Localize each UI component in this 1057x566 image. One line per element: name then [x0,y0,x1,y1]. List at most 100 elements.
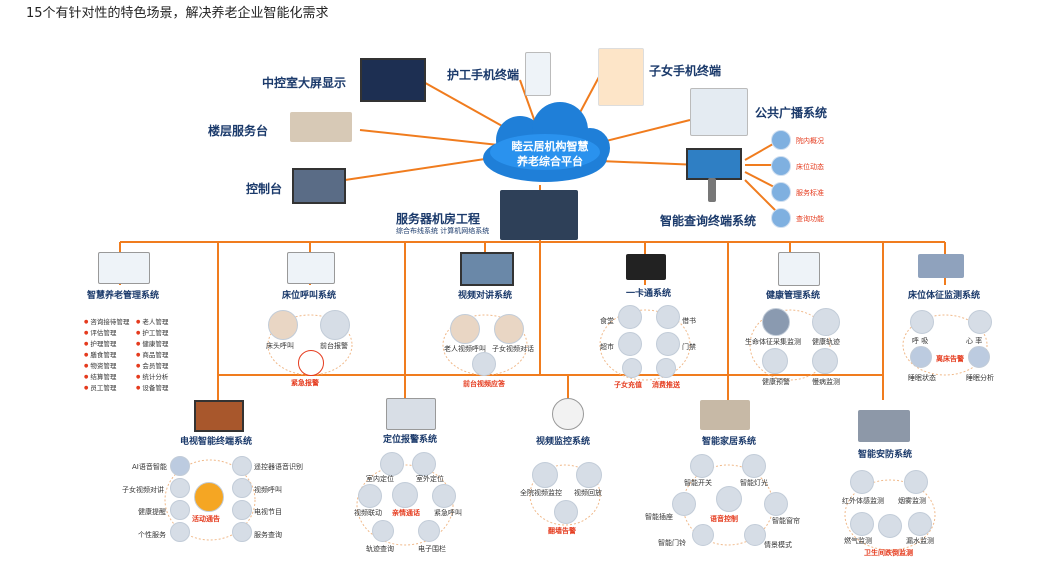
elder-mgmt-image [98,252,150,284]
bed-call-b-image [320,310,350,340]
list-item: 老人管理 [136,316,168,326]
smart-home-b-image [742,454,766,478]
location-e-label: 轨迹查询 [366,545,394,553]
tv-image [194,400,244,432]
tv-title: 电视智能终端系统 [180,437,253,447]
vital-c-label: 睡眠状态 [908,374,936,382]
health-title: 健康管理系统 [766,291,821,301]
elder-mgmt-title: 智慧养老管理系统 [87,291,160,301]
tv-a-label: AI语音智能 [132,463,167,471]
kiosk-item: 查询功能 [796,215,824,223]
smart-home-d-label: 智能窗帘 [772,517,800,525]
server-sub-label: 综合布线系统 计算机网络系统 [396,227,490,235]
card-b-image [656,305,680,329]
bed-call-image [287,252,335,284]
mic-icon [170,456,190,476]
security-image [858,410,910,442]
kiosk-item: 床位动态 [796,163,824,171]
list-item: 员工管理 [84,382,116,392]
location-c-label: 视频联动 [354,509,382,517]
health-c-label: 健康预警 [762,378,790,386]
nurse-phone-label: 护工手机终端 [447,68,520,82]
search-icon [771,208,791,228]
smart-home-e-image [692,524,714,546]
video-monitor-b-label: 视频回放 [574,489,602,497]
health-d-label: 慢病监测 [812,378,840,386]
kiosk-label: 智能查询终端系统 [660,214,757,228]
vital-a-image [910,310,934,334]
smart-home-e-label: 智能门铃 [658,539,686,547]
list-item: 物资管理 [84,360,116,370]
kiosk-item-icon [771,130,791,150]
health-a-label: 生命体征采集监测 [745,338,801,346]
health-b-label: 健康轨迹 [812,338,840,346]
card-c-label: 超市 [600,343,614,351]
tv-d-image [170,522,190,542]
video-intercom-alert: 前台视频应答 [463,380,505,388]
console-image [292,168,346,204]
card-a-image [618,305,642,329]
tv-b-label: 子女视频对讲 [122,486,164,494]
video-monitor-alert: 翻墙告警 [548,527,576,535]
broadcast-image [690,88,748,136]
list-item: 膳食管理 [84,349,116,359]
nurse-phone-image [525,52,551,96]
security-d-image [908,512,932,536]
video-monitor-b-image [576,462,602,488]
floor-desk-image [290,112,352,142]
health-b-image [812,308,840,336]
card-d-image [656,332,680,356]
list-item: 商品管理 [136,349,168,359]
security-a-label: 红外体感监测 [842,497,884,505]
tv-center-image [194,482,224,512]
location-b-image [412,452,436,476]
card-c-image [618,332,642,356]
list-item: 评估管理 [84,327,116,337]
kiosk-item: 服务标准 [796,189,824,197]
vital-bed-image [918,254,964,278]
card-e-image [622,358,642,378]
smart-home-d-image [764,492,788,516]
tv-g-image [232,500,252,520]
location-d-label: 紧急呼叫 [434,509,462,517]
location-e-image [372,520,394,542]
list-item: 设备管理 [136,382,168,392]
location-a-label: 室内定位 [366,475,394,483]
video-intercom-a-image [450,314,480,344]
security-c-image [850,512,874,536]
vital-a-label: 呼 吸 [912,337,929,345]
platform-title: 睦云居机构智慧 养老综合平台 [511,140,589,168]
location-center-image [392,482,418,508]
security-alert: 卫生间跌倒监测 [864,549,913,557]
kiosk-stand-image [708,178,716,202]
security-d-label: 漏水监测 [906,537,934,545]
list-item: 咨询接待管理 [84,316,129,326]
list-item: 健康管理 [136,338,168,348]
location-device-image [386,398,436,430]
location-b-label: 室外定位 [416,475,444,483]
video-intercom-b-image [494,314,524,344]
bed-call-a-label: 床头呼叫 [266,342,294,350]
dashboard-label: 中控室大屏显示 [262,76,347,90]
tv-alert: 活动通告 [192,515,220,523]
smart-home-c-label: 智能插座 [645,513,673,521]
smart-home-a-image [690,454,714,478]
smart-home-alert: 语音控制 [710,515,738,523]
location-alert: 亲情通话 [392,509,420,517]
video-intercom-a-label: 老人视频呼叫 [444,345,486,353]
vital-c-image [910,346,932,368]
kiosk-screen-image [686,148,742,180]
camera-icon [552,398,584,430]
family-phone-image [598,48,644,106]
bed-call-alert: 紧急报警 [291,379,319,387]
list-item: 统计分析 [136,371,168,381]
smart-home-a-label: 智能开关 [684,479,712,487]
vital-d-image [968,346,990,368]
broadcast-label: 公共广播系统 [755,106,828,120]
tv-g-label: 电视节目 [254,508,282,516]
smart-home-b-label: 智能灯光 [740,479,768,487]
kiosk-item-icon [771,156,791,176]
video-intercom-title: 视频对讲系统 [458,291,513,301]
list-item: 会员管理 [136,360,168,370]
